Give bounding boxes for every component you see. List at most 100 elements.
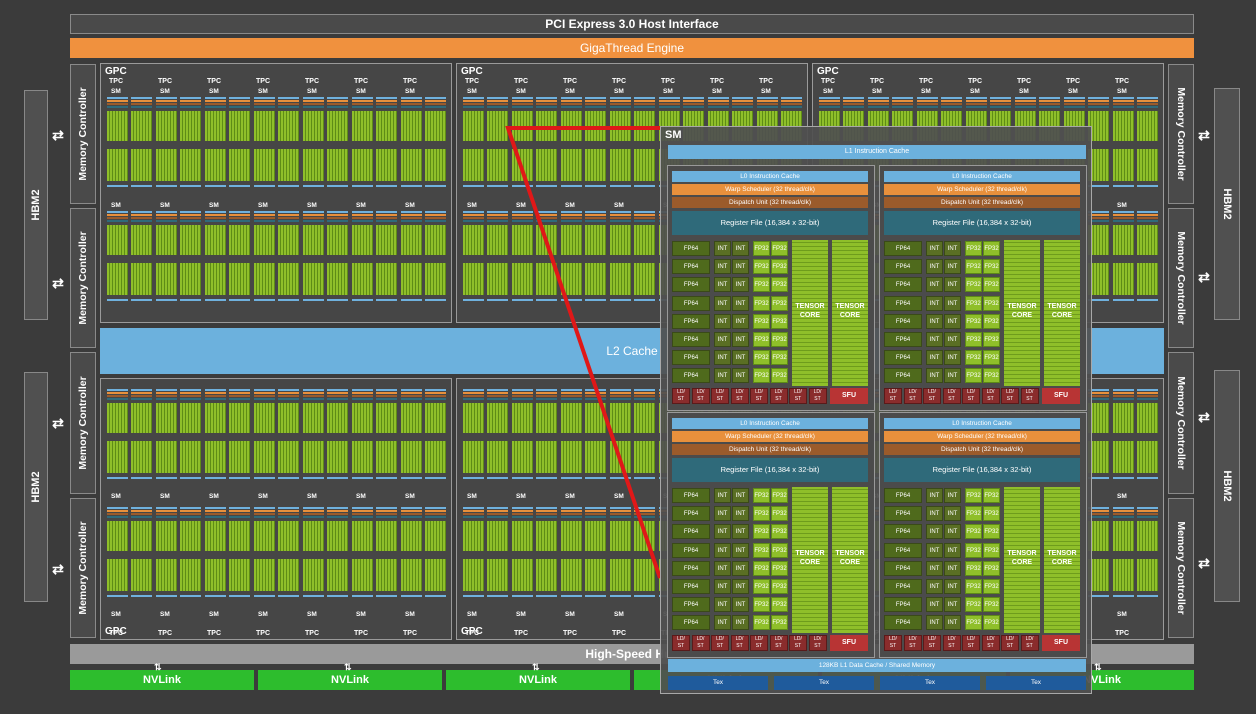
sm-stripe bbox=[425, 211, 446, 213]
sm-unit: SM bbox=[303, 202, 350, 314]
sm-stripe bbox=[278, 398, 299, 400]
ld-st-label-line1: LD/ bbox=[1006, 636, 1014, 642]
ld-st-label-line1: LD/ bbox=[928, 389, 936, 395]
sm-stripe bbox=[156, 97, 177, 99]
sm-stripe bbox=[327, 595, 348, 597]
sm-stripe bbox=[180, 513, 201, 515]
sm-stripe bbox=[352, 510, 373, 512]
fp32-unit: FP32 bbox=[983, 368, 1000, 384]
sm-stripe bbox=[156, 217, 177, 219]
ld-st-label-line2: ST bbox=[697, 396, 704, 402]
cuda-core-block bbox=[376, 263, 397, 295]
ld-st-label-line1: LD/ bbox=[716, 389, 724, 395]
sm-stripe bbox=[487, 516, 508, 518]
sm-stripe bbox=[1113, 211, 1134, 213]
sm-stripe bbox=[254, 214, 275, 216]
fp32-unit: FP32 bbox=[965, 368, 982, 384]
cuda-core-block bbox=[401, 441, 422, 473]
int-unit: INT bbox=[714, 506, 731, 522]
cuda-core-block bbox=[205, 263, 226, 295]
memory-controller-right-4: Memory Controller bbox=[1168, 498, 1194, 638]
sm-label: SM bbox=[307, 202, 317, 209]
sm-stripe bbox=[376, 106, 397, 108]
sm-stripe bbox=[463, 103, 484, 105]
sm-stripe bbox=[401, 100, 422, 102]
sm-stripe bbox=[401, 103, 422, 105]
sm-stripe bbox=[819, 97, 840, 99]
fp32-unit: FP32 bbox=[771, 350, 788, 366]
tensor-core-label-line2: CORE bbox=[1011, 559, 1033, 566]
hbm2-right-top: HBM2 bbox=[1214, 88, 1240, 320]
sm-column bbox=[425, 97, 446, 197]
sm-column bbox=[561, 389, 582, 489]
int-unit: INT bbox=[926, 506, 943, 522]
sm-stripe bbox=[180, 389, 201, 391]
sm-stripe bbox=[487, 510, 508, 512]
tpc-label: TPC bbox=[759, 78, 773, 85]
fp64-unit: FP64 bbox=[672, 615, 710, 631]
sm-column bbox=[156, 389, 177, 489]
sm-stripe bbox=[610, 97, 631, 99]
sm-stripe bbox=[327, 97, 348, 99]
sm-stripe bbox=[229, 395, 250, 397]
cuda-core-block bbox=[512, 263, 533, 295]
sm-stripe bbox=[1137, 185, 1158, 187]
sm-stripe bbox=[131, 477, 152, 479]
sm-stripe bbox=[425, 100, 446, 102]
sm-stripe bbox=[536, 392, 557, 394]
cuda-core-block bbox=[131, 111, 152, 141]
sm-stripe bbox=[205, 299, 226, 301]
sm-stripe bbox=[990, 97, 1011, 99]
cuda-core-block bbox=[352, 559, 373, 591]
sm-stripe bbox=[376, 103, 397, 105]
sm-label: SM bbox=[823, 88, 833, 95]
sm-stripe bbox=[278, 513, 299, 515]
ld-st-label-line1: LD/ bbox=[696, 389, 705, 395]
sm-column bbox=[131, 389, 152, 489]
sm-column bbox=[352, 211, 373, 311]
int-unit: INT bbox=[944, 506, 961, 522]
sm-label: SM bbox=[307, 493, 317, 500]
sm-stripe bbox=[401, 220, 422, 222]
sm-stripe bbox=[708, 97, 729, 99]
fp32-unit: FP32 bbox=[965, 277, 982, 293]
sm-stripe bbox=[278, 100, 299, 102]
ld-st-unit: LD/ST bbox=[981, 388, 1000, 404]
fp64-unit: FP64 bbox=[884, 277, 922, 293]
sm-column bbox=[487, 389, 508, 489]
sm-stripe bbox=[1088, 220, 1109, 222]
sm-stripe bbox=[376, 398, 397, 400]
sm-stripe bbox=[1137, 217, 1158, 219]
fp32-unit: FP32 bbox=[965, 506, 982, 522]
sm-stripe bbox=[254, 103, 275, 105]
sm-stripe bbox=[278, 185, 299, 187]
sm-stripe bbox=[892, 97, 913, 99]
sm-column bbox=[425, 507, 446, 607]
int-unit: INT bbox=[714, 615, 731, 631]
sm-stripe bbox=[229, 477, 250, 479]
sm-column bbox=[205, 97, 226, 197]
ld-st-label-line2: ST bbox=[677, 643, 685, 649]
fp32-unit: FP32 bbox=[753, 295, 770, 311]
sfu-unit: SFU bbox=[830, 388, 868, 404]
sm-stripe bbox=[376, 97, 397, 99]
int-unit: INT bbox=[926, 579, 943, 594]
sm-label: SM bbox=[111, 202, 121, 209]
sm-stripe bbox=[107, 507, 128, 509]
sm-stripe bbox=[659, 106, 680, 108]
ld-st-unit: LD/ST bbox=[942, 388, 961, 404]
cuda-core-block bbox=[1113, 263, 1134, 295]
sm-stripe bbox=[401, 477, 422, 479]
int-unit: INT bbox=[714, 277, 731, 293]
sm-label: SM bbox=[516, 88, 526, 95]
sm-stripe bbox=[781, 103, 802, 105]
sm-unit: SM bbox=[463, 88, 510, 200]
sm-stripe bbox=[180, 214, 201, 216]
sm-label: SM bbox=[516, 202, 526, 209]
sm-stripe bbox=[659, 103, 680, 105]
ld-st-unit: LD/ST bbox=[1020, 635, 1039, 651]
ld-st-unit: LD/ST bbox=[769, 388, 788, 404]
